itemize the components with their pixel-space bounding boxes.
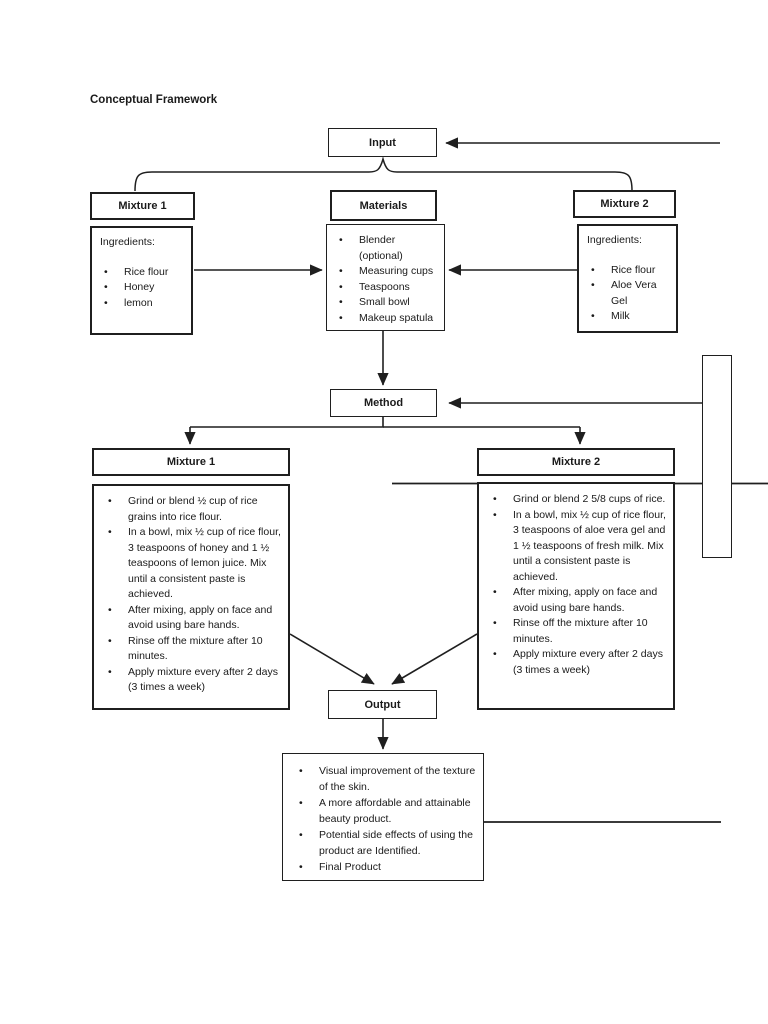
method-mixture1-header-node: Mixture 1 xyxy=(92,448,290,476)
list-item: Blender (optional) xyxy=(333,233,440,264)
mixture2-ingredients-list: Rice flour Aloe Vera Gel Milk xyxy=(585,263,672,325)
output-label: Output xyxy=(364,698,401,711)
method-mixture1-label: Mixture 1 xyxy=(166,456,216,468)
method-node: Method xyxy=(330,389,437,417)
list-item: Aloe Vera Gel xyxy=(585,278,672,309)
list-item: Final Product xyxy=(293,859,477,875)
list-item: Measuring cups xyxy=(333,264,440,280)
materials-list: Blender (optional) Measuring cups Teaspo… xyxy=(333,233,440,326)
mixture2-header-label: Mixture 2 xyxy=(600,198,649,210)
mixture2-ingredients-heading: Ingredients: xyxy=(587,234,642,246)
method-mixture2-header-node: Mixture 2 xyxy=(477,448,675,476)
list-item: After mixing, apply on face and avoid us… xyxy=(487,585,667,616)
side-connector-bar xyxy=(702,355,732,558)
input-label: Input xyxy=(369,136,396,149)
list-item: In a bowl, mix ½ cup of rice flour, 3 te… xyxy=(102,525,282,603)
page-title: Conceptual Framework xyxy=(90,94,218,106)
list-item: Milk xyxy=(585,309,672,325)
output-list-box: Visual improvement of the texture of the… xyxy=(282,753,484,881)
method-label: Method xyxy=(363,397,404,409)
list-item: A more affordable and attainable beauty … xyxy=(293,795,477,827)
mixture1-ingredients-list: Rice flour Honey lemon xyxy=(98,265,187,312)
list-item: Rinse off the mixture after 10 minutes. xyxy=(102,634,282,665)
mixture1-steps-list: Grind or blend ½ cup of rice grains into… xyxy=(102,494,282,696)
list-item: Rinse off the mixture after 10 minutes. xyxy=(487,616,667,647)
list-item: lemon xyxy=(98,296,187,312)
mixture1-steps-box: Grind or blend ½ cup of rice grains into… xyxy=(92,484,290,710)
list-item: Rice flour xyxy=(98,265,187,281)
list-item: After mixing, apply on face and avoid us… xyxy=(102,603,282,634)
list-item: Small bowl xyxy=(333,295,440,311)
list-item: In a bowl, mix ½ cup of rice flour, 3 te… xyxy=(487,508,667,586)
list-item: Teaspoons xyxy=(333,280,440,296)
output-node: Output xyxy=(328,690,437,719)
mixture2-steps-box: Grind or blend 2 5/8 cups of rice. In a … xyxy=(477,482,675,710)
method-mixture2-label: Mixture 2 xyxy=(551,456,601,468)
mixture1-ingredients-box: Ingredients: Rice flour Honey lemon xyxy=(90,226,193,335)
list-item: Grind or blend ½ cup of rice grains into… xyxy=(102,494,282,525)
mixture1-header-node: Mixture 1 xyxy=(90,192,195,220)
mixture2-steps-list: Grind or blend 2 5/8 cups of rice. In a … xyxy=(487,492,667,678)
list-item: Potential side effects of using the prod… xyxy=(293,827,477,859)
list-item: Grind or blend 2 5/8 cups of rice. xyxy=(487,492,667,508)
mixture2-ingredients-box: Ingredients: Rice flour Aloe Vera Gel Mi… xyxy=(577,224,678,333)
mixture2-header-node: Mixture 2 xyxy=(573,190,676,218)
mixture1-ingredients-heading: Ingredients: xyxy=(100,236,155,248)
list-item: Apply mixture every after 2 days (3 time… xyxy=(487,647,667,678)
list-item: Visual improvement of the texture of the… xyxy=(293,763,477,795)
materials-header-node: Materials xyxy=(330,190,437,221)
list-item: Honey xyxy=(98,280,187,296)
list-item: Makeup spatula xyxy=(333,311,440,327)
materials-header-label: Materials xyxy=(359,199,408,212)
list-item: Rice flour xyxy=(585,263,672,279)
list-item: Apply mixture every after 2 days (3 time… xyxy=(102,665,282,696)
output-list: Visual improvement of the texture of the… xyxy=(293,763,477,875)
materials-list-box: Blender (optional) Measuring cups Teaspo… xyxy=(326,224,445,331)
input-node: Input xyxy=(328,128,437,157)
mixture1-header-label: Mixture 1 xyxy=(118,200,167,212)
